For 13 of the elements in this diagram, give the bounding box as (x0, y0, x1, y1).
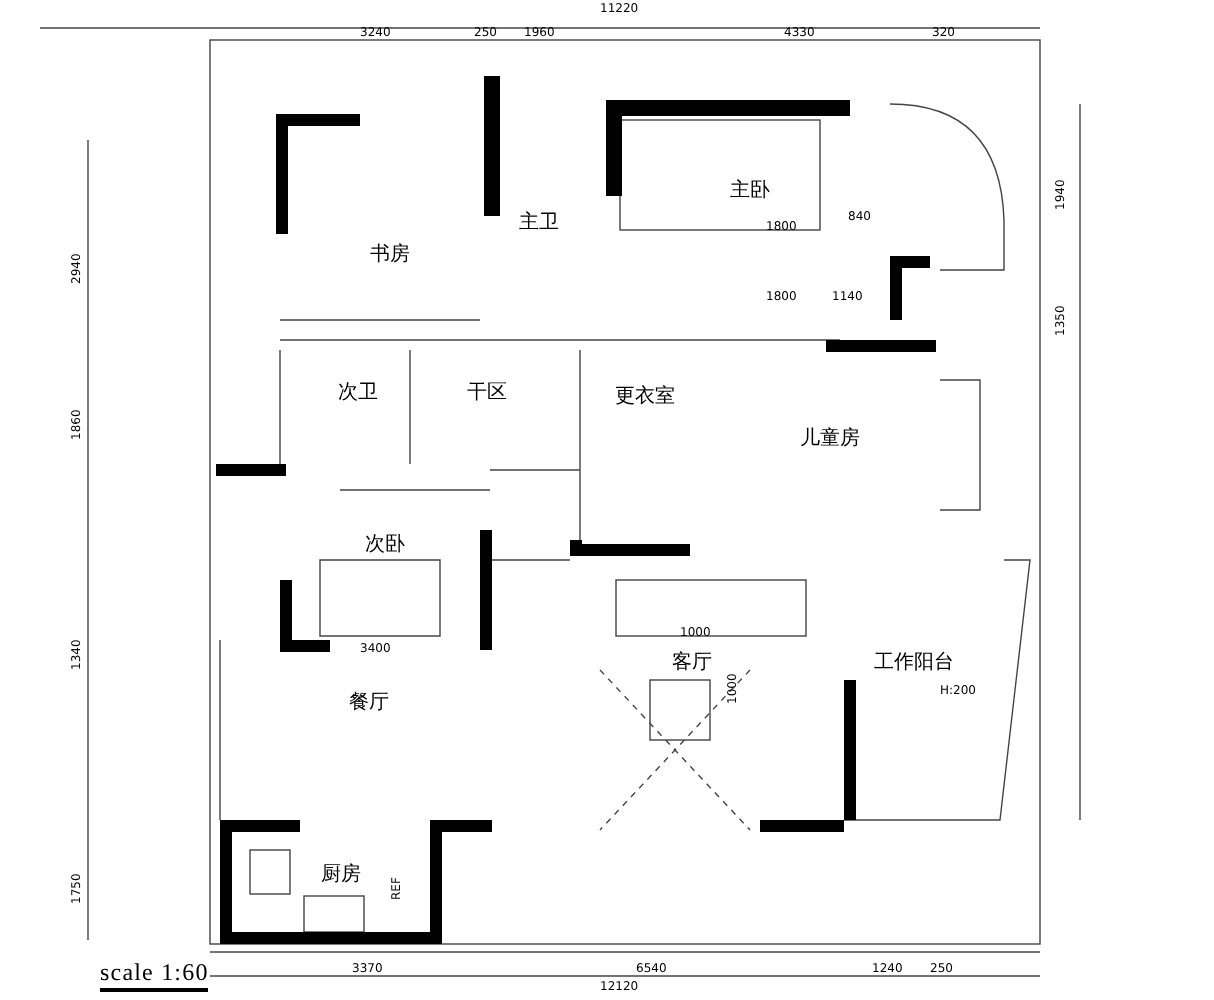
room-label: 儿童房 (800, 430, 860, 450)
room-label: 客厅 (671, 654, 712, 674)
room-label: 干区 (466, 384, 507, 404)
room-label: 餐厅 (348, 693, 389, 713)
room-label: 书房 (370, 246, 410, 266)
scale-label: scale 1:60 (100, 960, 209, 992)
room-label: 次卫 (338, 384, 378, 404)
room-label: 主卧 (730, 182, 770, 203)
room-label: 厨房 (321, 866, 361, 887)
room-label: 主卫 (518, 213, 559, 233)
room-label: 次卧 (365, 536, 405, 557)
room-label: 工作阳台 (873, 654, 954, 674)
room-label: 更衣室 (615, 388, 676, 408)
